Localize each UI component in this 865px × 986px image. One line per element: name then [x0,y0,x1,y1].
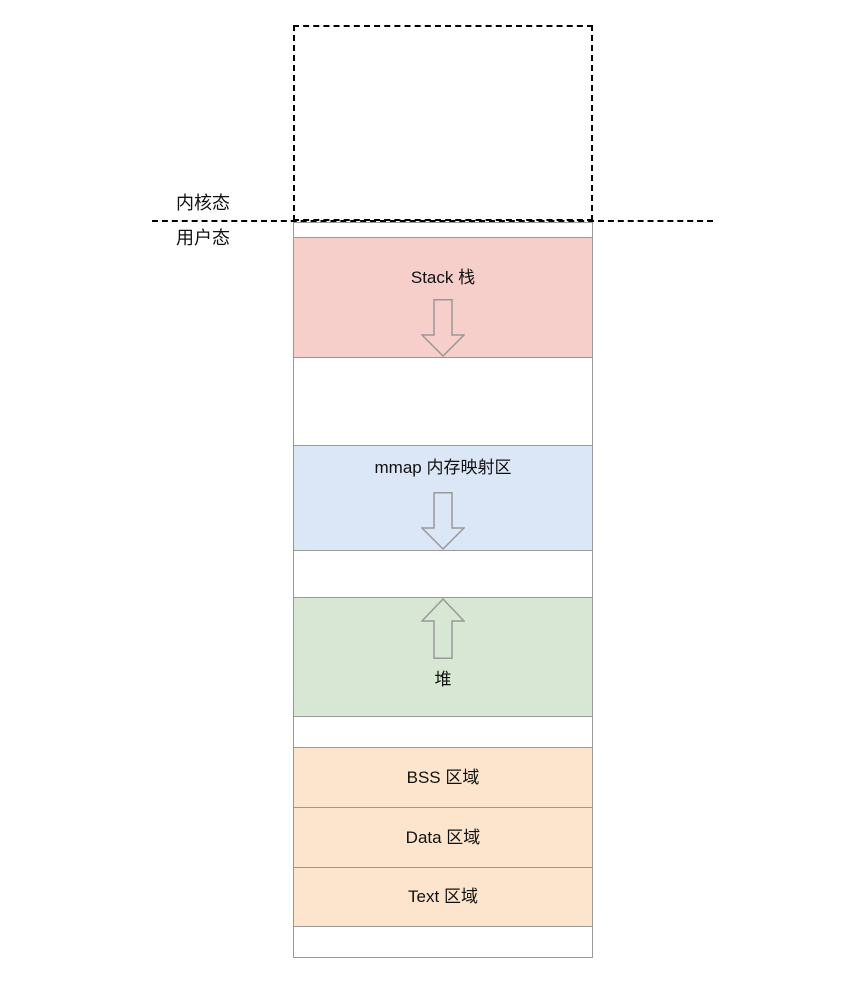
arrow-down-icon [421,299,465,357]
segment-bss: BSS 区域 [293,747,593,808]
text-label: Text 区域 [408,887,478,906]
kernel-space-box [293,25,593,221]
user-mode-label: 用户态 [176,228,230,248]
segment-heap: 堆 [293,597,593,717]
segment-gap [293,357,593,446]
segment-top-spacer [293,222,593,238]
arrow-down-icon [421,492,465,550]
kernel-mode-label: 内核态 [176,193,230,213]
segment-gap [293,550,593,598]
arrow-up-icon [421,597,465,659]
heap-label: 堆 [434,670,452,689]
segment-text: Text 区域 [293,867,593,927]
stack-label: Stack 栈 [410,268,476,287]
mmap-label: mmap 内存映射区 [374,458,512,477]
segment-bottom-spacer [293,926,593,958]
kernel-user-divider-line [152,220,713,222]
segment-gap [293,716,593,748]
segment-stack: Stack 栈 [293,237,593,358]
segment-data: Data 区域 [293,807,593,868]
segment-mmap: mmap 内存映射区 [293,445,593,551]
data-label: Data 区域 [405,827,481,847]
bss-label: BSS 区域 [406,767,480,787]
